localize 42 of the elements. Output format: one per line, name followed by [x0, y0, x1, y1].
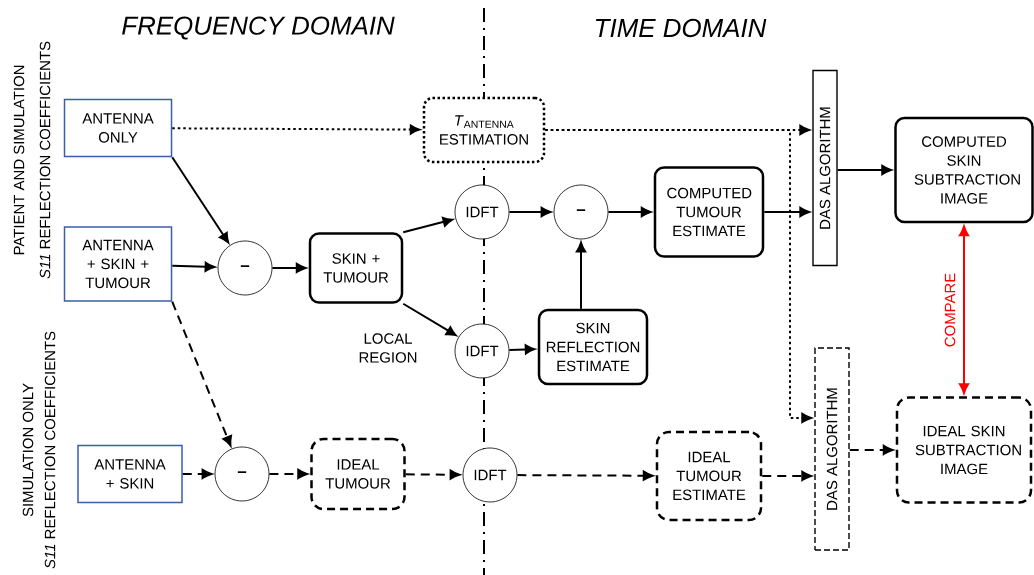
- arrow: [508, 206, 552, 218]
- input-box: ANTENNA ONLY: [63, 98, 173, 158]
- process-box: SKIN + TUMOUR: [308, 232, 404, 304]
- arrow: [761, 470, 812, 482]
- arrow: [171, 300, 232, 447]
- side-label: S11 REFLECTION COEFFICIENTS: [44, 331, 56, 569]
- output-box: COMPUTED SKIN SUBTRACTION IMAGE: [894, 116, 1034, 224]
- arrow: [181, 468, 213, 480]
- algorithm-bar: DAS ALGORITHM: [814, 347, 850, 551]
- arrow: [607, 206, 652, 218]
- side-label: SIMULATION ONLY: [22, 383, 34, 517]
- arrow: [958, 225, 970, 394]
- arrow: [575, 241, 587, 310]
- edge-label: LOCAL REGION: [359, 333, 417, 363]
- heading: TIME DOMAIN: [596, 18, 767, 38]
- process-box: IDEAL TUMOUR ESTIMATE: [655, 430, 763, 522]
- arrow: [836, 164, 892, 176]
- arrow: [544, 129, 812, 424]
- input-box: ANTENNA + SKIN + TUMOUR: [63, 226, 173, 302]
- arrow: [171, 261, 216, 272]
- arrow: [271, 262, 307, 274]
- arrow: [402, 216, 454, 234]
- process-box: T$_{ANTENNA}$ ESTIMATION: [422, 96, 546, 164]
- side-label: PATIENT AND SIMULATION: [13, 65, 25, 255]
- arrow: [848, 444, 894, 456]
- arrow: [763, 206, 810, 218]
- output-box: IDEAL SKIN SUBTRACTION IMAGE: [895, 396, 1033, 504]
- algorithm-bar: DAS ALGORITHM: [812, 69, 838, 267]
- arrow: [268, 468, 308, 480]
- arrow: [402, 302, 457, 337]
- arrow: [516, 470, 654, 481]
- arrow: [171, 124, 421, 135]
- arrow: [171, 156, 230, 244]
- arrow: [508, 344, 536, 355]
- process-box: IDEAL TUMOUR: [310, 437, 406, 511]
- arrow: [404, 469, 461, 480]
- heading: FREQUENCY DOMAIN: [122, 16, 395, 40]
- edge-label: COMPARE: [944, 273, 956, 347]
- side-label: S11 REFLECTION COEFFICIENTS: [39, 41, 51, 279]
- input-box: ANTENNA + SKIN: [77, 444, 183, 504]
- process-box: COMPUTED TUMOUR ESTIMATE: [653, 166, 765, 258]
- process-box: SKIN REFLECTION ESTIMATE: [537, 308, 649, 386]
